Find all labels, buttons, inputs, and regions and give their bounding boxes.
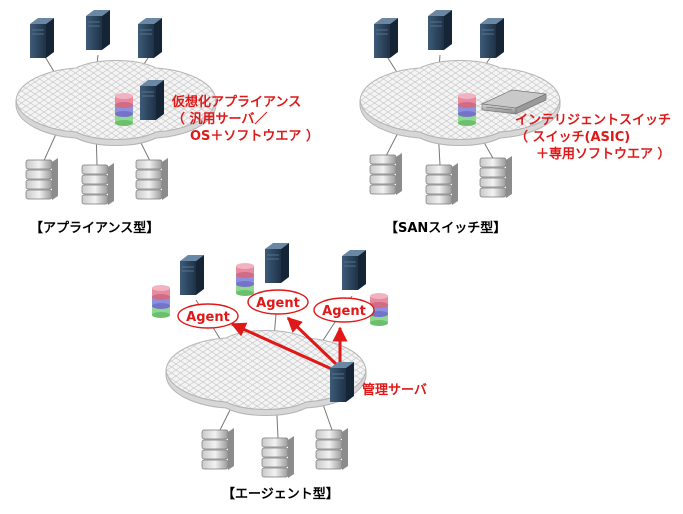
storage-array-icon bbox=[81, 162, 115, 206]
virtual-disk-stack-icon bbox=[458, 93, 476, 126]
agent-bubble: Agent bbox=[313, 297, 375, 323]
agent-label: Agent bbox=[256, 296, 300, 311]
appliance-annotation-line3: OS＋ソフトウエア ） bbox=[190, 129, 319, 144]
host-server-icon bbox=[264, 242, 290, 284]
appliance-annotation-line2: （ 汎用サーバ／ bbox=[172, 112, 268, 127]
appliance-caption: 【アプライアンス型】 bbox=[30, 221, 160, 236]
management-server-label: 管理サーバ bbox=[362, 383, 427, 398]
agent-section: Agent Agent Agent bbox=[152, 242, 388, 479]
host-server-icon bbox=[479, 17, 505, 59]
storage-array-icon bbox=[425, 162, 459, 206]
storage-array-icon bbox=[135, 157, 169, 201]
san-annotation-line2: （ スイッチ(ASIC) bbox=[515, 130, 631, 145]
san-caption: 【SANスイッチ型】 bbox=[385, 221, 507, 236]
storage-array-icon bbox=[479, 155, 513, 199]
host-server-icon bbox=[179, 254, 205, 296]
storage-array-icon bbox=[315, 427, 349, 471]
san-switch-section bbox=[359, 9, 561, 206]
host-server-icon bbox=[85, 9, 111, 51]
host-server-icon bbox=[373, 17, 399, 59]
appliance-section bbox=[15, 9, 217, 206]
intelligent-switch-icon bbox=[480, 89, 548, 115]
san-annotation-line3: ＋専用ソフトウエア ） bbox=[536, 147, 671, 162]
appliance-annotation-line1: 仮想化アプライアンス bbox=[172, 95, 302, 110]
host-server-icon bbox=[137, 17, 163, 59]
agent-label: Agent bbox=[322, 304, 366, 319]
agent-arrows bbox=[230, 316, 348, 372]
storage-array-icon bbox=[369, 152, 403, 196]
agent-bubble: Agent bbox=[247, 289, 309, 315]
san-annotation-line1: インテリジェントスイッチ bbox=[515, 113, 672, 128]
storage-array-icon bbox=[261, 435, 295, 479]
virtual-disk-stack-icon bbox=[115, 93, 133, 126]
host-server-icon bbox=[29, 17, 55, 59]
agent-caption: 【エージェント型】 bbox=[222, 487, 339, 502]
storage-array-icon bbox=[25, 157, 59, 201]
agent-bubble: Agent bbox=[177, 303, 239, 329]
host-server-icon bbox=[341, 249, 367, 291]
virtual-disk-stack-icon bbox=[152, 285, 170, 318]
agent-label: Agent bbox=[186, 310, 230, 325]
storage-array-icon bbox=[201, 427, 235, 471]
host-server-icon bbox=[427, 9, 453, 51]
management-server-icon bbox=[329, 361, 355, 403]
appliance-server-icon bbox=[139, 79, 165, 121]
virtual-disk-stack-icon bbox=[236, 263, 254, 296]
